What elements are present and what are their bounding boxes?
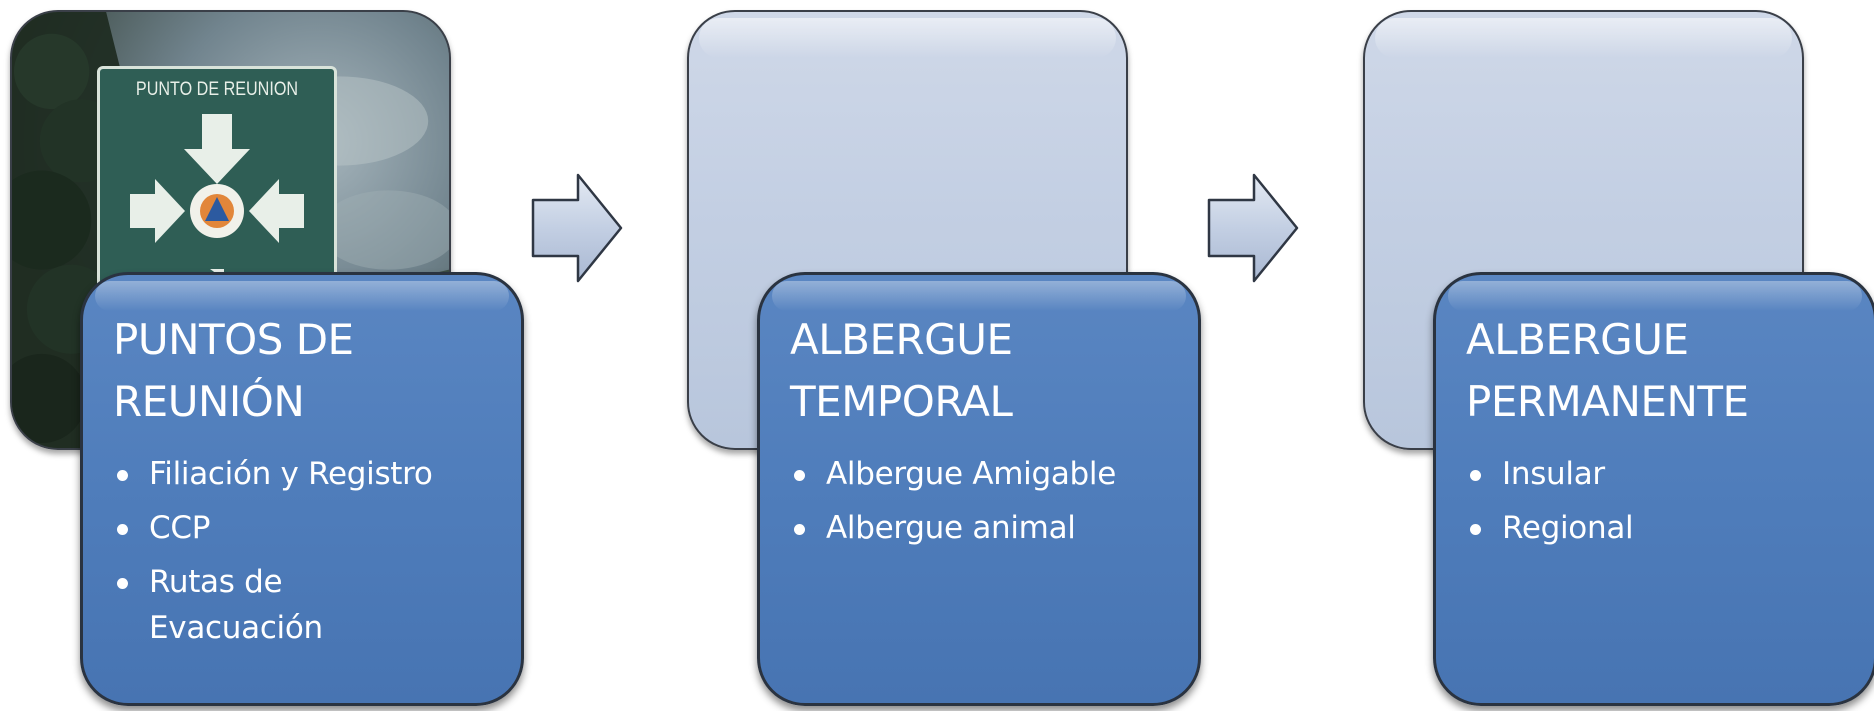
bullet-item: CCP — [113, 505, 491, 551]
bullet-item: Albergue animal — [790, 505, 1168, 551]
bullet-item: Rutas de Evacuación — [113, 559, 409, 651]
step-albergue-permanente: ALBERGUE PERMANENTE Insular Regional — [1353, 0, 1874, 711]
bullet-item: Regional — [1466, 505, 1844, 551]
step-bullet-list: Insular Regional — [1466, 451, 1844, 551]
step-title: PUNTOS DE REUNIÓN — [113, 315, 354, 426]
step-title: ALBERGUE PERMANENTE — [1466, 315, 1749, 426]
step-bullet-list: Filiación y Registro CCP Rutas de Evacua… — [113, 451, 491, 651]
step-albergue-temporal: ALBERGUE TEMPORAL Albergue Amigable Albe… — [677, 0, 1237, 711]
step-title: ALBERGUE TEMPORAL — [790, 315, 1013, 426]
step-card: PUNTOS DE REUNIÓN Filiación y Registro C… — [80, 272, 524, 706]
sign-text: PUNTO DE REUNION — [135, 79, 299, 100]
step-card: ALBERGUE TEMPORAL Albergue Amigable Albe… — [757, 272, 1201, 706]
bullet-item: Insular — [1466, 451, 1844, 497]
right-arrow-icon — [531, 173, 623, 283]
step-bullet-list: Albergue Amigable Albergue animal — [790, 451, 1168, 551]
converging-arrows-icon — [130, 114, 304, 284]
bullet-item: Filiación y Registro — [113, 451, 491, 497]
step-puntos-de-reunion: PUNTO DE REUNION PUNTOS DE — [0, 0, 560, 711]
right-arrow-icon — [1207, 173, 1299, 283]
step-card: ALBERGUE PERMANENTE Insular Regional — [1433, 272, 1874, 706]
bullet-item: Albergue Amigable — [790, 451, 1168, 497]
